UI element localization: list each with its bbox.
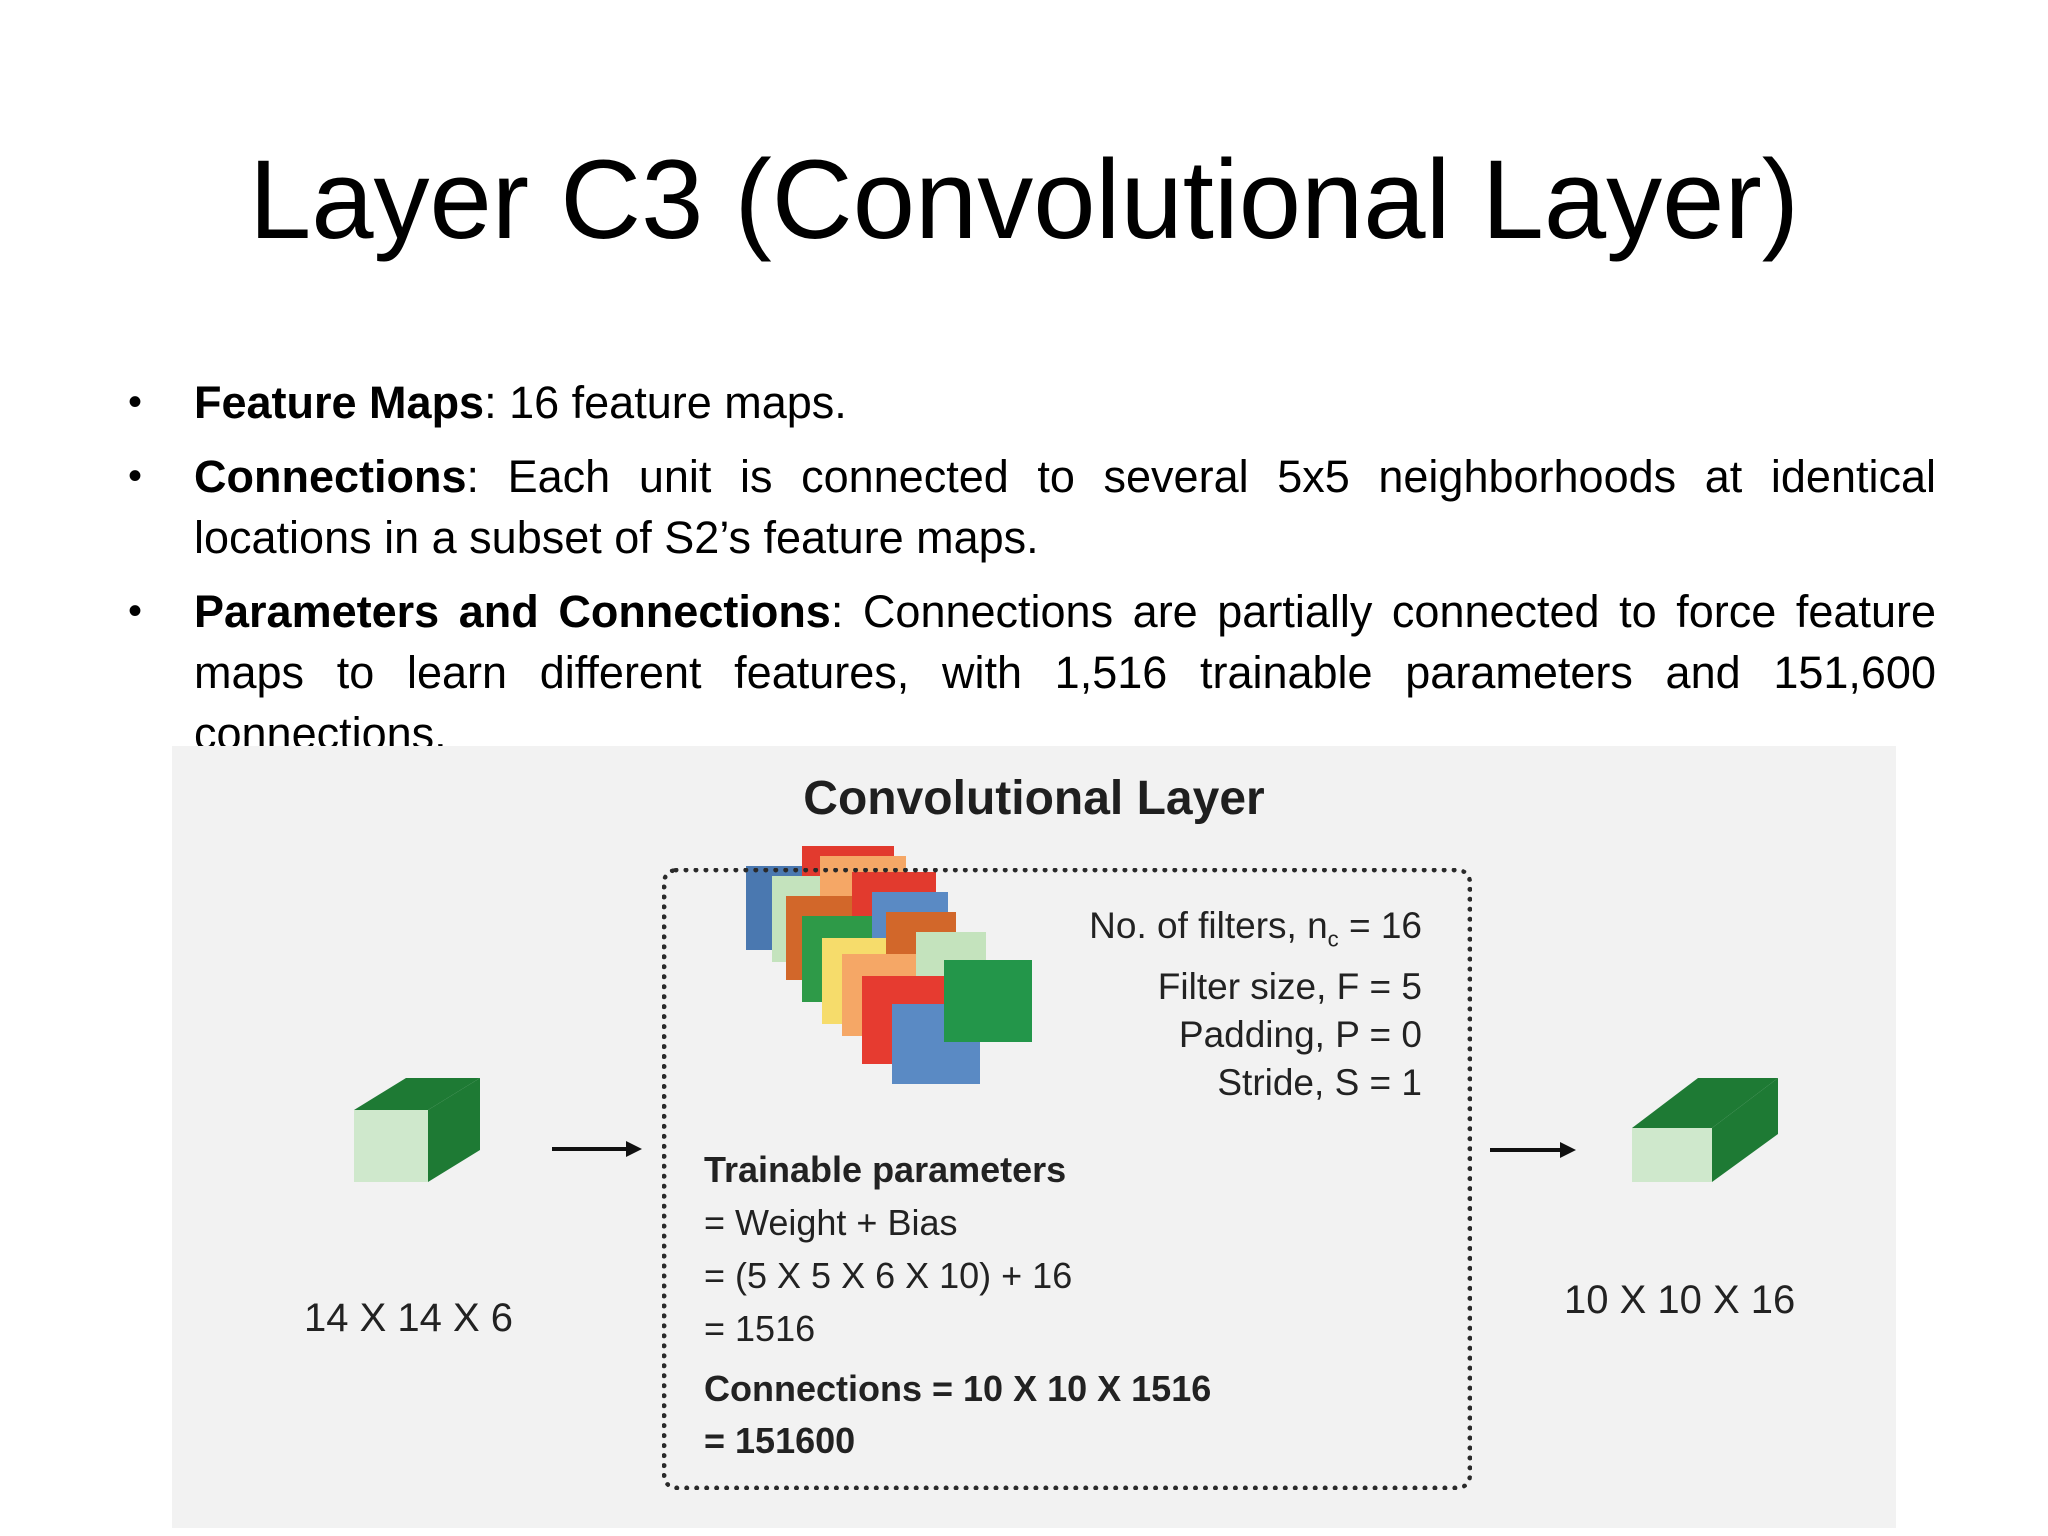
bullet-body: : Each unit is connected to several 5x5 …: [194, 451, 1936, 563]
convolutional-layer-figure: Convolutional Layer No. of filters, nc =…: [172, 746, 1896, 1528]
bullet-text: Connections: Each unit is connected to s…: [194, 446, 1936, 568]
output-arrow-icon: [1490, 1142, 1576, 1158]
layer-details-box: [662, 868, 1472, 1490]
filter-square: [944, 960, 1032, 1042]
bullet-term: Parameters and Connections: [194, 586, 831, 637]
trainable-line: = Weight + Bias: [704, 1202, 958, 1243]
output-dimension-label: 10 X 10 X 16: [1564, 1278, 1796, 1322]
bullet-dot: •: [128, 454, 143, 498]
cube-side-face: [1712, 1078, 1778, 1182]
bullet-feature-maps: • Feature Maps: 16 feature maps.: [124, 372, 1936, 433]
input-arrow-icon: [552, 1141, 642, 1157]
cube-top-face: [1632, 1078, 1778, 1128]
cube-front-face: [354, 1110, 428, 1182]
padding-label: Padding, P = 0: [1178, 1014, 1422, 1056]
cube-front-face: [1632, 1128, 1712, 1182]
bullet-dot: •: [128, 589, 143, 633]
cube-side-face: [428, 1078, 480, 1182]
bullet-connections: • Connections: Each unit is connected to…: [124, 446, 1936, 568]
bullet-body: : 16 feature maps.: [484, 377, 847, 428]
bullet-body: : Connections are partially connected to…: [194, 586, 1936, 752]
bullet-text: Parameters and Connections: Connections …: [194, 581, 1936, 752]
figure-title: Convolutional Layer: [803, 772, 1265, 825]
num-filters-label: No. of filters, nc = 16: [1052, 902, 1422, 963]
num-filters-value: = 16: [1338, 905, 1422, 946]
parameter-calculation: Trainable parameters = Weight + Bias = (…: [704, 1144, 1211, 1467]
connections-line: Connections = 10 X 10 X 1516: [704, 1368, 1212, 1409]
bullet-dot: •: [128, 380, 143, 424]
num-filters-subscript: c: [1327, 926, 1339, 952]
input-cube-icon: [354, 1078, 480, 1182]
output-cube-icon: [1632, 1078, 1778, 1182]
slide-title: Layer C3 (Convolutional Layer): [248, 137, 1800, 262]
trainable-line: = (5 X 5 X 6 X 10) + 16: [704, 1255, 1073, 1296]
trainable-line: = 1516: [704, 1308, 816, 1349]
connections-result: = 151600: [704, 1420, 856, 1461]
bullet-list: • Feature Maps: 16 feature maps. • Conne…: [124, 372, 1936, 752]
bullet-term: Feature Maps: [194, 377, 485, 428]
stride-label: Stride, S = 1: [1217, 1062, 1422, 1104]
filter-size-label: Filter size, F = 5: [1157, 966, 1422, 1008]
bullet-term: Connections: [194, 451, 467, 502]
bullet-text: Feature Maps: 16 feature maps.: [194, 372, 1936, 433]
cube-top-face: [354, 1078, 480, 1110]
num-filters-prefix: No. of filters, n: [1089, 905, 1328, 946]
bullet-parameters: • Parameters and Connections: Connection…: [124, 581, 1936, 752]
hyperparameter-list: No. of filters, nc = 16 Filter size, F =…: [1052, 902, 1422, 1107]
trainable-parameters-header: Trainable parameters: [704, 1149, 1067, 1190]
input-dimension-label: 14 X 14 X 6: [304, 1296, 514, 1340]
